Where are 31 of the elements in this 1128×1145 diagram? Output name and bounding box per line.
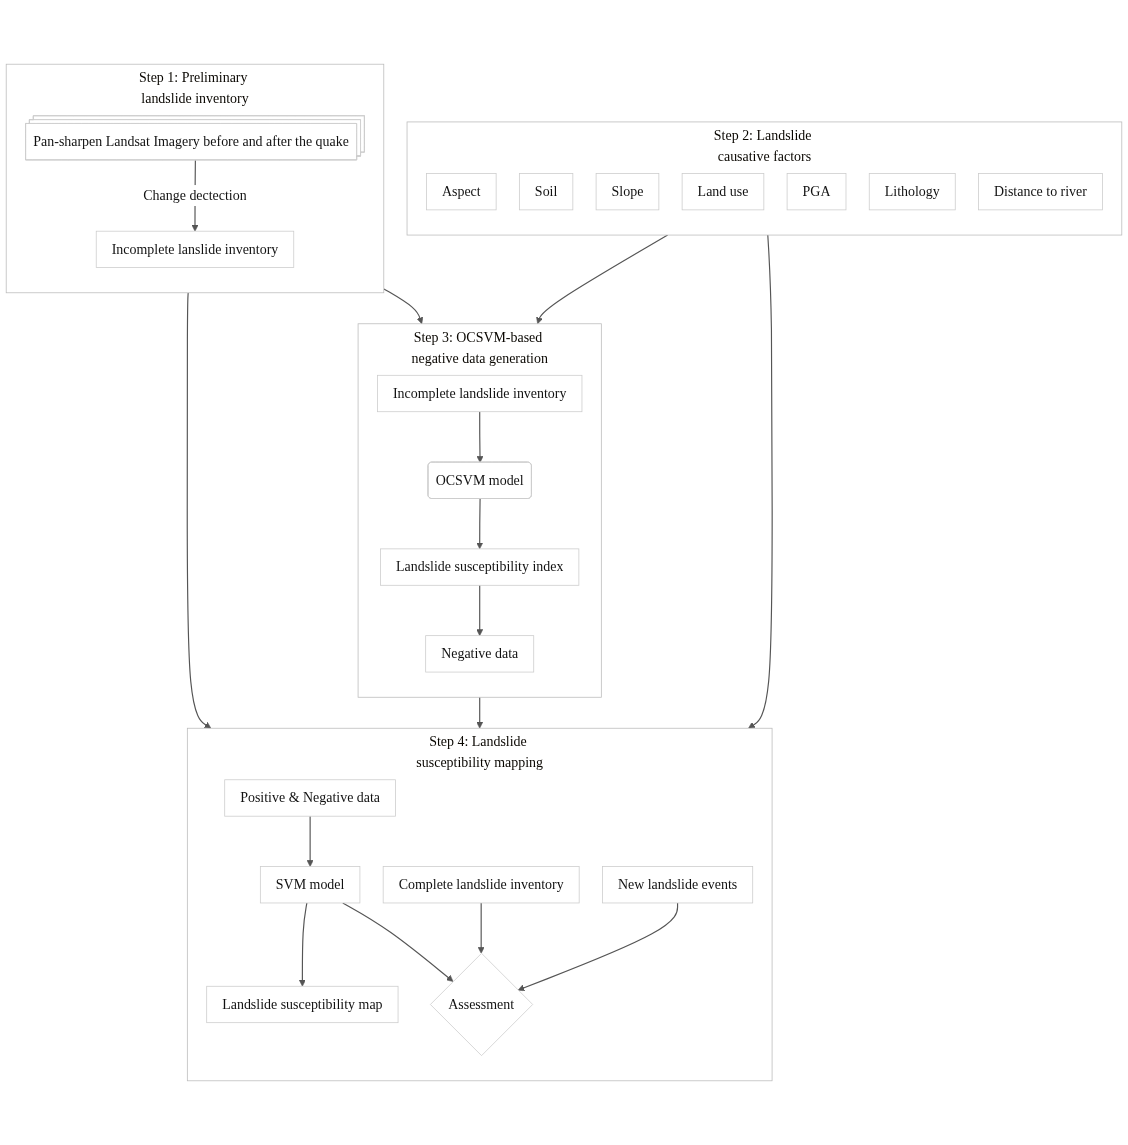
node-box: Lithology <box>868 173 956 211</box>
edge-label: Change dectection <box>143 187 247 203</box>
node-box: Aspect <box>426 173 497 211</box>
node-box: Positive & Negative data <box>224 779 396 817</box>
node-box: Incomplete landslide inventory <box>377 374 583 413</box>
node-box: Distance to river <box>978 173 1103 211</box>
arrow <box>748 234 773 729</box>
arrow <box>186 292 212 729</box>
arrow <box>476 411 484 463</box>
node-box: New landslide events <box>602 866 754 904</box>
arrow <box>476 584 484 636</box>
node-box: Soil <box>519 173 574 211</box>
arrow <box>517 902 679 992</box>
arrow <box>477 902 485 954</box>
node-box: Negative data <box>425 635 535 673</box>
node-box: Landslide susceptibility map <box>206 985 399 1024</box>
node-box: Landslide susceptibility index <box>380 548 580 586</box>
arrow <box>383 288 424 325</box>
arrow <box>298 902 308 987</box>
node-box: Land use <box>681 173 765 211</box>
node-diamond: Assessment <box>430 952 534 1056</box>
arrow <box>476 498 484 550</box>
arrow <box>306 815 314 867</box>
node-box: Incomplete lanslide inventory <box>95 230 295 268</box>
node-box: Slope <box>595 173 660 211</box>
arrow <box>476 696 484 729</box>
arrow <box>342 902 454 982</box>
node-box: PGA <box>786 173 847 211</box>
arrow <box>536 234 669 325</box>
node-box: SVM model <box>259 866 361 904</box>
node-box: Complete landslide inventory <box>382 866 580 904</box>
